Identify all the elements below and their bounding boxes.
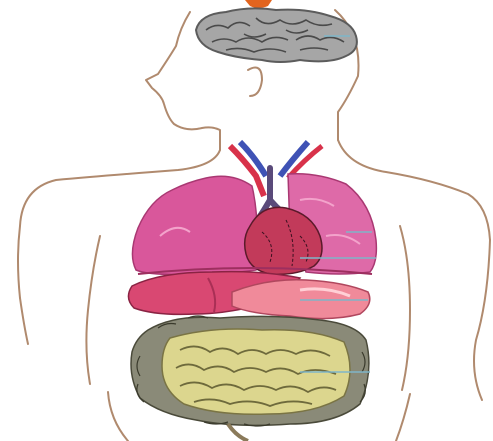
right-arm-inner-outline [400, 226, 410, 390]
left-arm-inner-outline [86, 236, 100, 384]
left-lung [132, 176, 257, 274]
top-cropped-object [245, 0, 272, 8]
ear-outline [248, 68, 262, 96]
brain [196, 8, 357, 62]
brain-shape [196, 8, 357, 62]
rectum [228, 424, 248, 441]
stomach [232, 280, 370, 319]
left-hip-outline [108, 392, 128, 441]
intestines [131, 316, 370, 441]
liver-stomach [128, 272, 369, 319]
right-hip-outline [396, 394, 410, 441]
right-arm-outer-outline [474, 240, 490, 400]
left-arm-outer-outline [20, 298, 28, 344]
